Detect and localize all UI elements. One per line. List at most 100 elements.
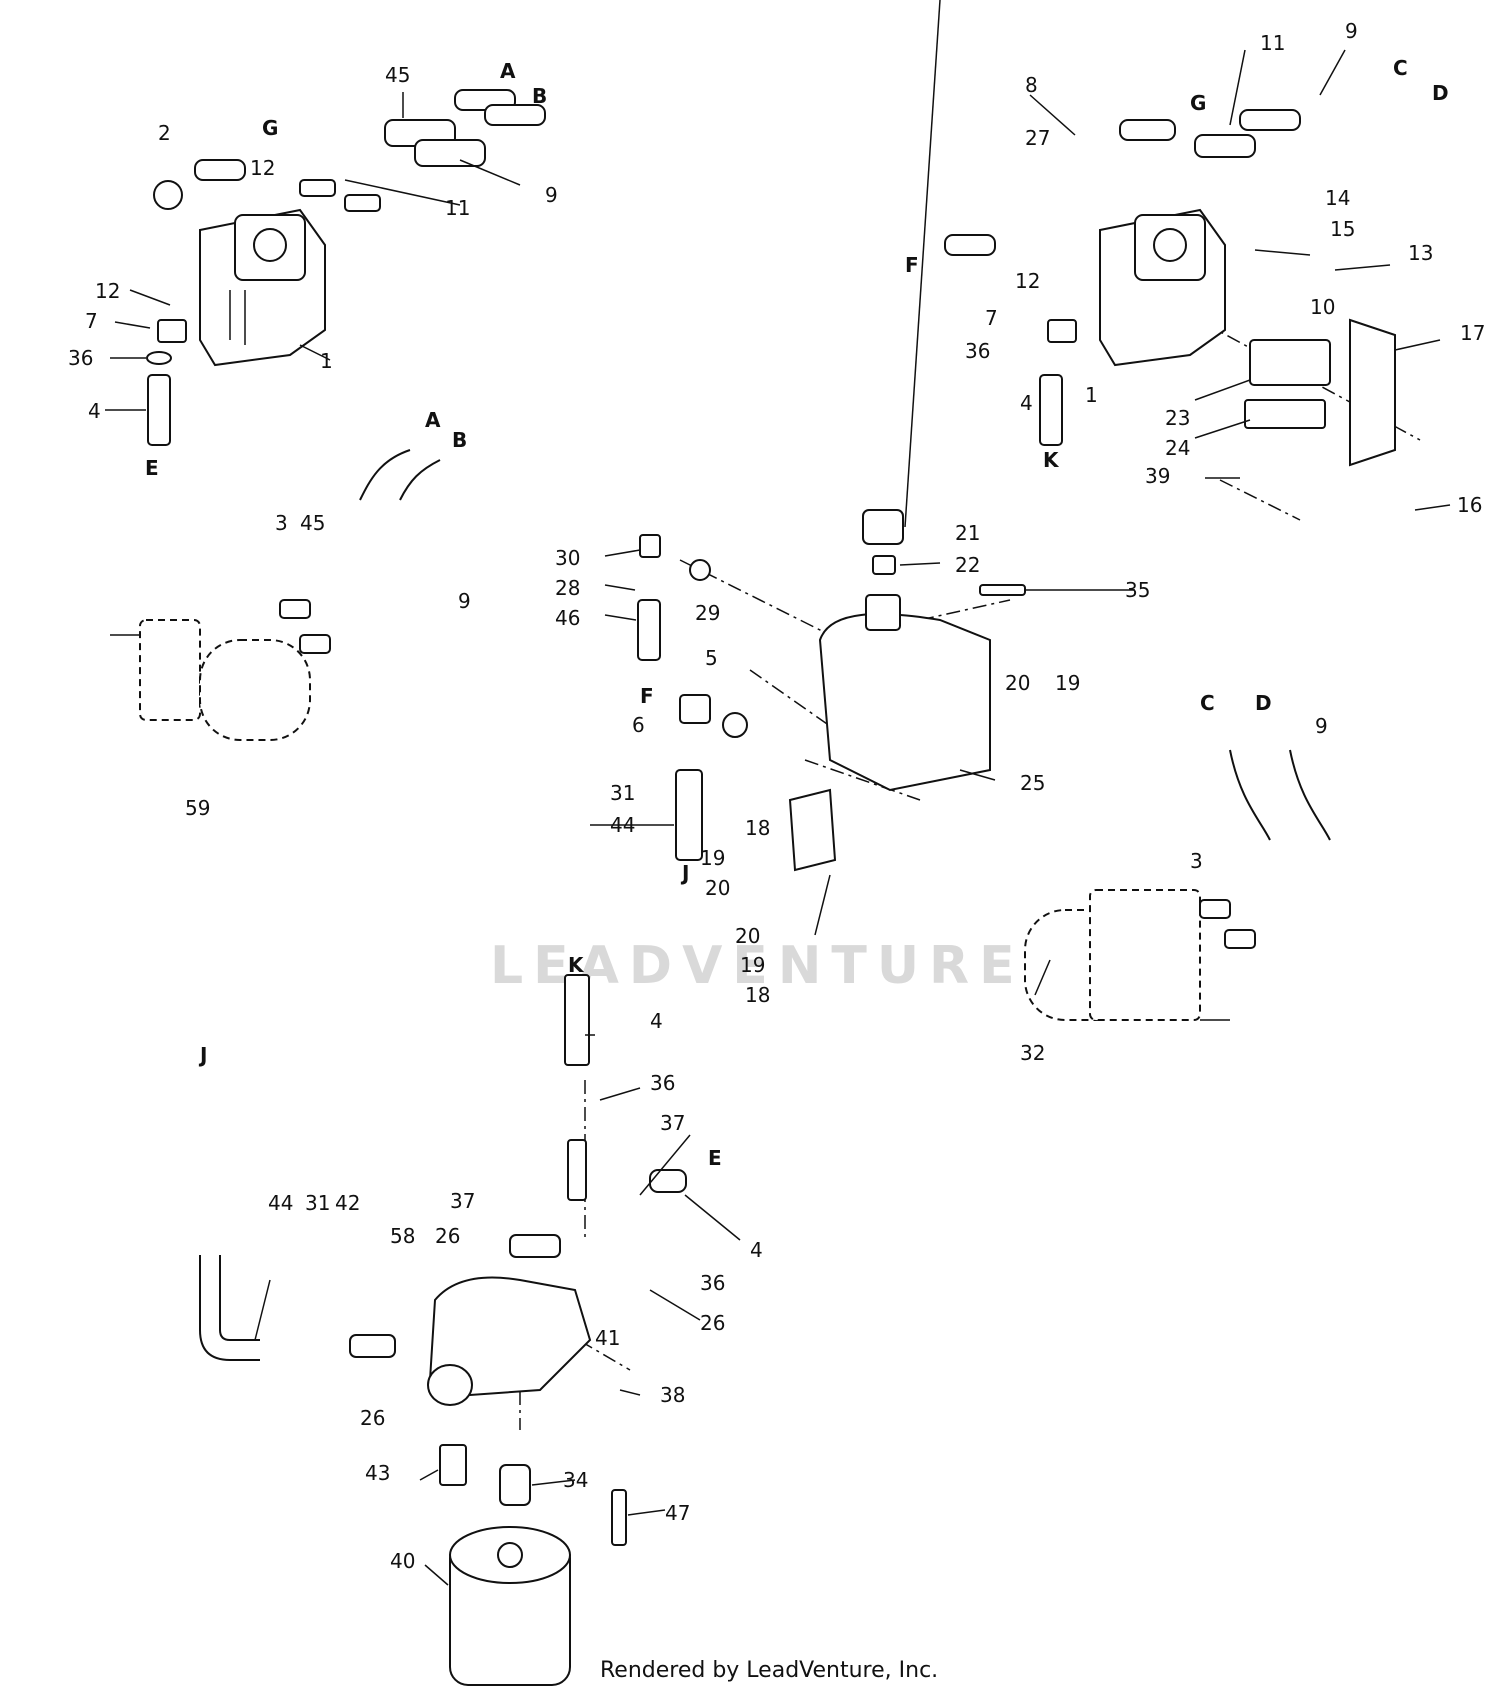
callout-2: 2 (158, 121, 171, 145)
callout-36: 36 (68, 346, 93, 370)
callout-34: 34 (563, 1468, 588, 1492)
callout-9: 9 (1315, 714, 1328, 738)
callout-37: 37 (450, 1189, 475, 1213)
callout-20: 20 (1005, 671, 1030, 695)
callout-41: 41 (595, 1326, 620, 1350)
reservoir (637, 509, 1026, 872)
callout-6: 6 (632, 713, 645, 737)
callout-31: 31 (305, 1191, 330, 1215)
letter-e: E (145, 456, 159, 480)
callout-45: 45 (385, 63, 410, 87)
callout-36: 36 (650, 1071, 675, 1095)
connector-letters: A A B B C C D D E E F F G G J J K K (145, 56, 1449, 1170)
callout-32: 32 (1020, 1041, 1045, 1065)
callout-26: 26 (360, 1406, 385, 1430)
callout-1: 1 (1085, 383, 1098, 407)
callout-18: 18 (745, 816, 770, 840)
callout-44: 44 (268, 1191, 293, 1215)
callout-3: 3 (275, 511, 288, 535)
callout-12: 12 (1015, 269, 1040, 293)
letter-e: E (708, 1146, 722, 1170)
callout-17: 17 (1460, 321, 1485, 345)
callout-42: 42 (335, 1191, 360, 1215)
fuel-pump-right (944, 109, 1396, 467)
letter-g: G (1190, 91, 1206, 115)
letter-d: D (1255, 691, 1272, 715)
callout-45: 45 (300, 511, 325, 535)
callout-30: 30 (555, 546, 580, 570)
callout-8: 8 (1025, 73, 1038, 97)
callout-7: 7 (85, 309, 98, 333)
callout-40: 40 (390, 1549, 415, 1573)
callout-31: 31 (610, 781, 635, 805)
filter-assembly (199, 974, 687, 1686)
callout-4: 4 (750, 1238, 763, 1262)
callout-numbers: 1 1 2 3 3 4 4 4 4 5 6 7 7 8 9 9 9 9 10 1… (68, 19, 1485, 1573)
callout-9: 9 (458, 589, 471, 613)
letter-c: C (1393, 56, 1408, 80)
callout-20: 20 (705, 876, 730, 900)
callout-12: 12 (95, 279, 120, 303)
letter-d: D (1432, 81, 1449, 105)
leader-lines (105, 0, 1451, 1586)
motor-left (110, 449, 441, 741)
callout-38: 38 (660, 1383, 685, 1407)
callout-14: 14 (1325, 186, 1350, 210)
callout-19: 19 (740, 953, 765, 977)
letter-k: K (1043, 448, 1060, 472)
callout-13: 13 (1408, 241, 1433, 265)
callout-25: 25 (1020, 771, 1045, 795)
callout-15: 15 (1330, 217, 1355, 241)
motor-right (1024, 749, 1331, 1021)
callout-16: 16 (1457, 493, 1482, 517)
callout-36: 36 (965, 339, 990, 363)
callout-36: 36 (700, 1271, 725, 1295)
callout-59: 59 (185, 796, 210, 820)
callout-5: 5 (705, 646, 718, 670)
callout-43: 43 (365, 1461, 390, 1485)
callout-9: 9 (1345, 19, 1358, 43)
letter-k: K (568, 953, 585, 977)
callout-3: 3 (1190, 849, 1203, 873)
callout-47: 47 (665, 1501, 690, 1525)
callout-20: 20 (735, 924, 760, 948)
letter-c: C (1200, 691, 1215, 715)
letter-f: F (640, 684, 654, 708)
callout-19: 19 (700, 846, 725, 870)
callout-22: 22 (955, 553, 980, 577)
callout-58: 58 (390, 1224, 415, 1248)
fuel-pump-left (146, 89, 546, 446)
letter-j: J (680, 861, 689, 885)
callout-4: 4 (650, 1009, 663, 1033)
render-credit: Rendered by LeadVenture, Inc. (600, 1658, 939, 1683)
callout-26: 26 (435, 1224, 460, 1248)
callout-19: 19 (1055, 671, 1080, 695)
letter-a: A (425, 408, 441, 432)
letter-g: G (262, 116, 278, 140)
callout-11: 11 (445, 196, 470, 220)
callout-39: 39 (1145, 464, 1170, 488)
callout-28: 28 (555, 576, 580, 600)
letter-j: J (198, 1043, 207, 1067)
letter-b: B (532, 84, 547, 108)
callout-37: 37 (660, 1111, 685, 1135)
callout-44: 44 (610, 813, 635, 837)
callout-21: 21 (955, 521, 980, 545)
callout-7: 7 (985, 306, 998, 330)
callout-11: 11 (1260, 31, 1285, 55)
callout-35: 35 (1125, 578, 1150, 602)
callout-4: 4 (1020, 391, 1033, 415)
callout-4: 4 (88, 399, 101, 423)
callout-1: 1 (320, 349, 333, 373)
callout-23: 23 (1165, 406, 1190, 430)
callout-29: 29 (695, 601, 720, 625)
callout-12: 12 (250, 156, 275, 180)
callout-27: 27 (1025, 126, 1050, 150)
callout-46: 46 (555, 606, 580, 630)
letter-f: F (905, 253, 919, 277)
assembly-lines (509, 309, 1421, 1430)
letter-a: A (500, 59, 516, 83)
letter-b: B (452, 428, 467, 452)
callout-10: 10 (1310, 295, 1335, 319)
